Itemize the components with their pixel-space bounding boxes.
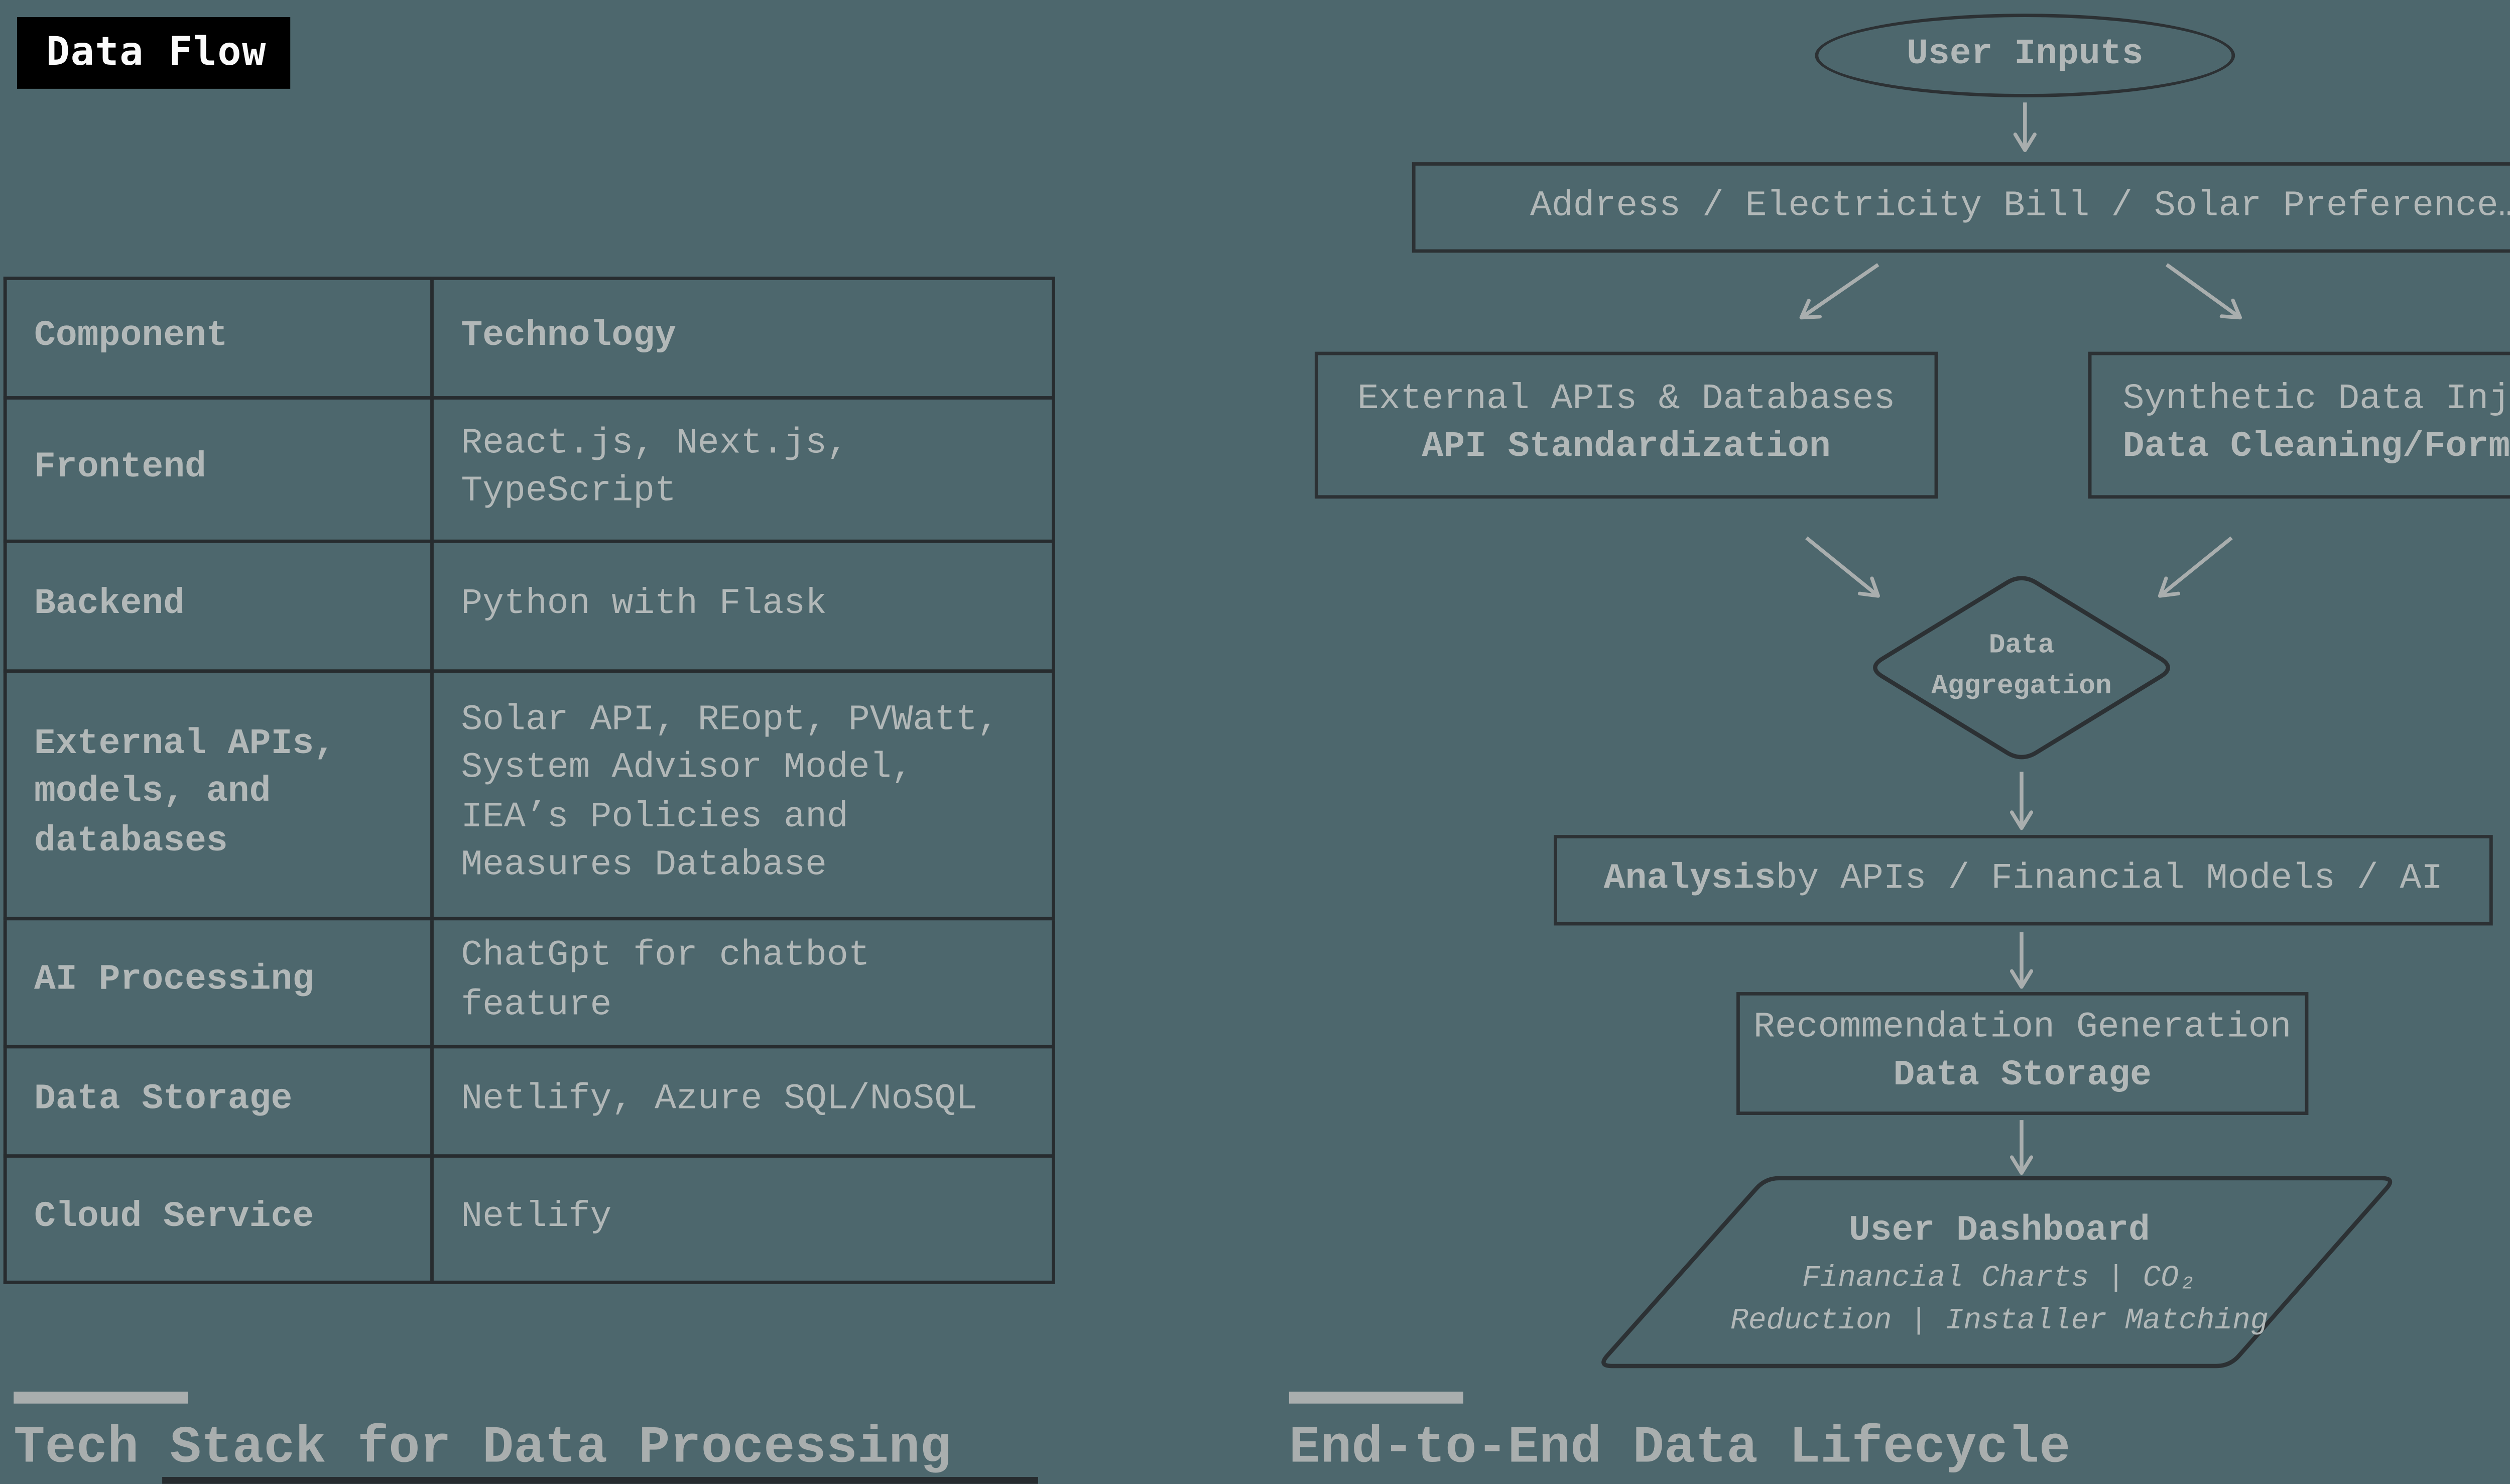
- node-address-label: Address / Electricity Bill / Solar Prefe…: [1530, 187, 2510, 226]
- right-section-bar: [1289, 1391, 1463, 1404]
- table-row: Backend Python with Flask: [3, 539, 1055, 673]
- node-user-inputs: User Inputs: [1815, 14, 2235, 97]
- node-user-inputs-label: User Inputs: [1907, 35, 2144, 74]
- cell-component: External APIs, models, and databases: [3, 669, 434, 921]
- node-synthetic-data: Synthetic Data Injection Data Cleaning/F…: [2088, 351, 2510, 499]
- cell-technology: Netlify: [430, 1154, 1055, 1284]
- node-recommendation-line2: Data Storage: [1893, 1057, 2152, 1096]
- node-recommendation-line1: Recommendation Generation: [1753, 1009, 2292, 1049]
- dashboard-title: User Dashboard: [1848, 1212, 2150, 1252]
- cell-component: AI Processing: [3, 917, 434, 1049]
- node-external-apis: External APIs & Databases API Standardiz…: [1314, 351, 1938, 499]
- node-recommendation: Recommendation Generation Data Storage: [1736, 992, 2309, 1115]
- table-row: Data Storage Netlify, Azure SQL/NoSQL: [3, 1045, 1055, 1158]
- left-section-bar: [14, 1391, 188, 1404]
- cell-technology: Netlify, Azure SQL/NoSQL: [430, 1045, 1055, 1158]
- table-row: AI Processing ChatGpt for chatbot featur…: [3, 917, 1055, 1049]
- cell-technology: Solar API, REopt, PVWatt, System Advisor…: [430, 669, 1055, 921]
- arrow-address-external: [1799, 263, 1879, 320]
- node-analysis: Analysis by APIs / Financial Models / AI: [1554, 835, 2493, 926]
- node-external-line2: API Standardization: [1422, 428, 1831, 468]
- left-section-title: Tech Stack for Data Processing: [14, 1420, 951, 1479]
- node-data-aggregation-label: Data Aggregation: [1851, 625, 2192, 707]
- table-row: External APIs, models, and databases Sol…: [3, 669, 1055, 921]
- arrow-address-synthetic: [2165, 263, 2242, 320]
- cell-technology: React.js, Next.js, TypeScript: [430, 396, 1055, 543]
- cell-technology: ChatGpt for chatbot feature: [430, 917, 1055, 1049]
- header-technology: Technology: [430, 276, 1055, 400]
- tech-stack-table: Component Technology Frontend React.js, …: [3, 276, 1055, 1284]
- dashboard-subline1: Financial Charts | CO₂: [1802, 1262, 2197, 1296]
- table-row: Frontend React.js, Next.js, TypeScript: [3, 396, 1055, 543]
- arrow-external-aggregation: [1805, 536, 1880, 598]
- diamond-line2: Aggregation: [1931, 671, 2112, 702]
- diamond-line1: Data: [1988, 630, 2055, 661]
- data-flow-badge: Data Flow: [17, 17, 291, 89]
- cell-component: Frontend: [3, 396, 434, 543]
- node-address: Address / Electricity Bill / Solar Prefe…: [1412, 162, 2510, 253]
- header-component: Component: [3, 276, 434, 400]
- node-user-dashboard-label: User Dashboard Financial Charts | CO₂ Re…: [1598, 1210, 2401, 1343]
- node-synthetic-line2: Data Cleaning/Formatting: [2122, 428, 2510, 468]
- dashboard-subline2: Reduction | Installer Matching: [1730, 1304, 2269, 1339]
- table-header-row: Component Technology: [3, 276, 1055, 400]
- node-synthetic-line1: Synthetic Data Injection: [2122, 381, 2510, 420]
- table-row: Cloud Service Netlify: [3, 1154, 1055, 1284]
- cell-component: Backend: [3, 539, 434, 673]
- cell-technology: Python with Flask: [430, 539, 1055, 673]
- node-analysis-bold: Analysis: [1603, 859, 1776, 899]
- node-external-line1: External APIs & Databases: [1357, 381, 1896, 420]
- cell-component: Data Storage: [3, 1045, 434, 1158]
- node-analysis-rest: by APIs / Financial Models / AI: [1776, 859, 2443, 899]
- arrow-synthetic-aggregation: [2158, 536, 2233, 598]
- cell-component: Cloud Service: [3, 1154, 434, 1284]
- right-section-title: End-to-End Data Lifecycle: [1289, 1420, 2071, 1479]
- cropped-table-edge: [162, 1477, 1038, 1484]
